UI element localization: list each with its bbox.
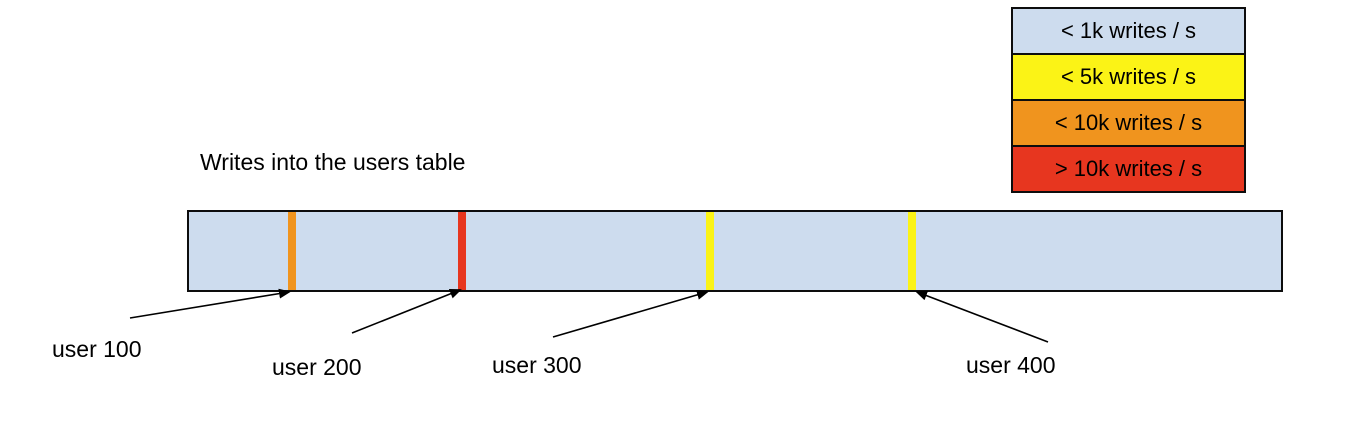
shard-marker-user-200 bbox=[458, 212, 466, 290]
arrow-user-300 bbox=[552, 290, 709, 338]
legend-item-lt-5k: < 5k writes / s bbox=[1011, 53, 1246, 101]
callout-user-100: user 100 bbox=[52, 336, 142, 362]
legend-item-label: < 5k writes / s bbox=[1060, 64, 1197, 89]
callout-user-200: user 200 bbox=[272, 354, 362, 380]
arrow-user-100 bbox=[129, 288, 291, 319]
legend-item-lt-1k: < 1k writes / s bbox=[1011, 7, 1246, 55]
callout-user-400: user 400 bbox=[966, 352, 1056, 378]
users-table-bar bbox=[187, 210, 1283, 292]
legend-item-lt-10k: < 10k writes / s bbox=[1011, 99, 1246, 147]
diagram-title: Writes into the users table bbox=[200, 149, 466, 175]
shard-marker-user-100 bbox=[287, 212, 296, 290]
shard-marker-user-400 bbox=[907, 212, 916, 290]
arrow-user-400 bbox=[915, 290, 1049, 343]
shard-marker-user-300 bbox=[705, 212, 714, 290]
callout-user-300: user 300 bbox=[492, 352, 582, 378]
arrow-user-200 bbox=[351, 289, 462, 334]
legend: < 1k writes / s < 5k writes / s < 10k wr… bbox=[1011, 7, 1246, 193]
legend-item-label: > 10k writes / s bbox=[1054, 156, 1203, 181]
legend-item-label: < 10k writes / s bbox=[1054, 110, 1203, 135]
legend-item-label: < 1k writes / s bbox=[1060, 18, 1197, 43]
legend-item-gt-10k: > 10k writes / s bbox=[1011, 145, 1246, 193]
